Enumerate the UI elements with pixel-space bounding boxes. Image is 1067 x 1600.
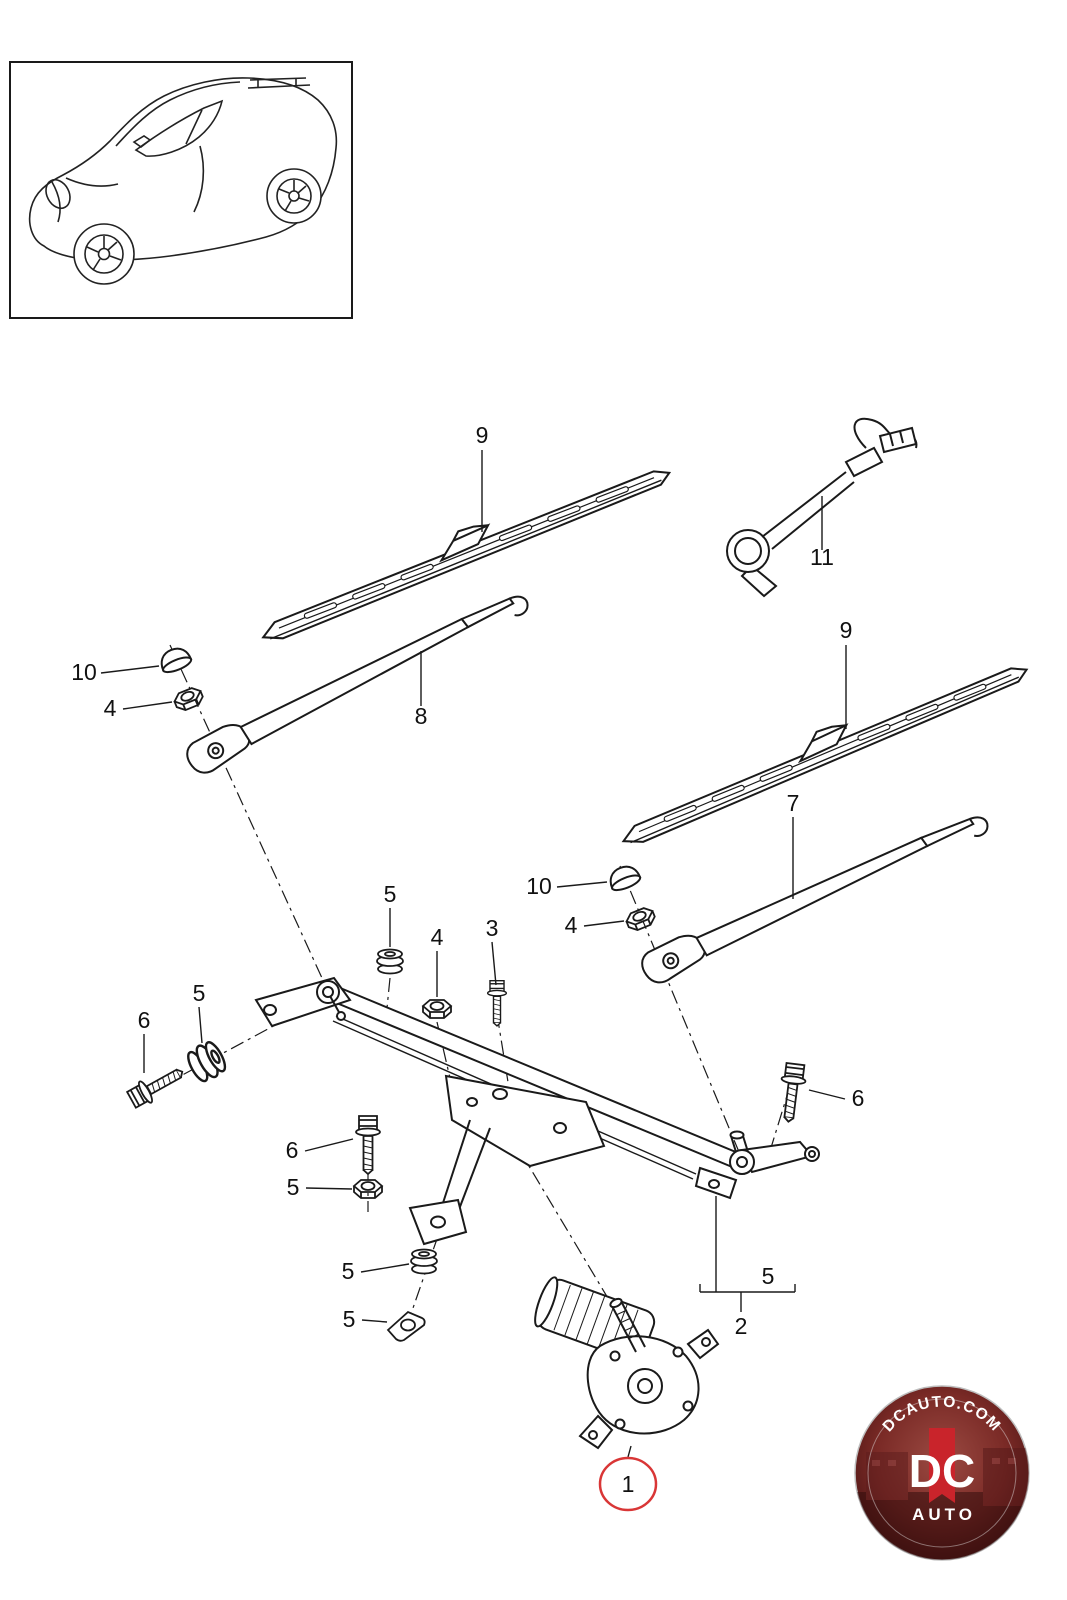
callout-cap-left: 10 xyxy=(71,659,97,685)
leader-lines xyxy=(100,450,847,1458)
callout-bolt-right: 6 xyxy=(852,1085,865,1111)
callout-nut-right: 4 xyxy=(565,912,578,938)
highlight-circle xyxy=(598,1456,658,1512)
motor-shaft xyxy=(609,1297,646,1353)
grommet-top xyxy=(376,948,404,975)
wiper-arm-right xyxy=(636,800,993,989)
callout-hose-sensor: 11 xyxy=(810,544,834,570)
callout-frame: 2 xyxy=(735,1313,748,1339)
front-wheel xyxy=(73,223,135,285)
hex-nut-left xyxy=(171,684,206,714)
callout-bolt-center: 6 xyxy=(286,1137,299,1163)
wiper-motor xyxy=(534,1276,720,1450)
callout-grommet-top: 5 xyxy=(384,881,397,907)
hex-nut-right xyxy=(623,904,658,934)
callout-cap-right: 10 xyxy=(526,873,552,899)
callout-nut-left: 4 xyxy=(104,695,117,721)
pivot-cap-right xyxy=(605,861,643,895)
bolt-left xyxy=(124,1060,189,1112)
callout-motor: 1 xyxy=(622,1471,635,1497)
vehicle-thumbnail xyxy=(9,61,353,319)
logo-ribbon xyxy=(929,1428,955,1503)
callout-screw-center: 3 xyxy=(486,915,499,941)
screw-center xyxy=(486,979,508,1027)
callout-nut-center: 4 xyxy=(431,924,444,950)
callout-arm-right: 7 xyxy=(787,790,800,816)
rear-wheel xyxy=(266,168,322,224)
grommet-lower xyxy=(410,1248,438,1275)
clip-lower xyxy=(387,1311,426,1342)
callout-bolt-left: 6 xyxy=(138,1007,151,1033)
part-callouts: 9 11 10 4 8 9 7 10 4 5 4 3 5 6 6 6 5 5 5… xyxy=(71,422,864,1497)
pivot-cap-left xyxy=(156,643,194,677)
callout-grommet-lower: 5 xyxy=(342,1258,355,1284)
callout-blade-upper: 9 xyxy=(476,422,489,448)
bracket-callout xyxy=(699,1196,796,1312)
callout-bushing-bracket: 5 xyxy=(762,1263,775,1289)
callout-arm-left: 8 xyxy=(415,703,428,729)
logo-dc-text: DC xyxy=(909,1445,975,1497)
hex-nut-center xyxy=(422,999,452,1019)
callout-bushing-left: 5 xyxy=(193,980,206,1006)
bolt-center xyxy=(355,1115,381,1175)
logo-inner-ring xyxy=(867,1398,1017,1548)
dcauto-logo: DCAUTO.COM DC AUTO xyxy=(854,1385,1030,1561)
callout-blade-lower: 9 xyxy=(840,617,853,643)
wiper-linkage-frame xyxy=(254,976,820,1246)
wiper-arm-left xyxy=(181,579,533,780)
logo-auto-text: AUTO xyxy=(912,1505,976,1524)
callout-nut-lower: 5 xyxy=(287,1174,300,1200)
callout-clip-lower: 5 xyxy=(343,1306,356,1332)
bushing-left xyxy=(182,1037,231,1087)
hose-sensor-assembly xyxy=(726,417,918,598)
wiper-blade-upper xyxy=(251,452,677,646)
